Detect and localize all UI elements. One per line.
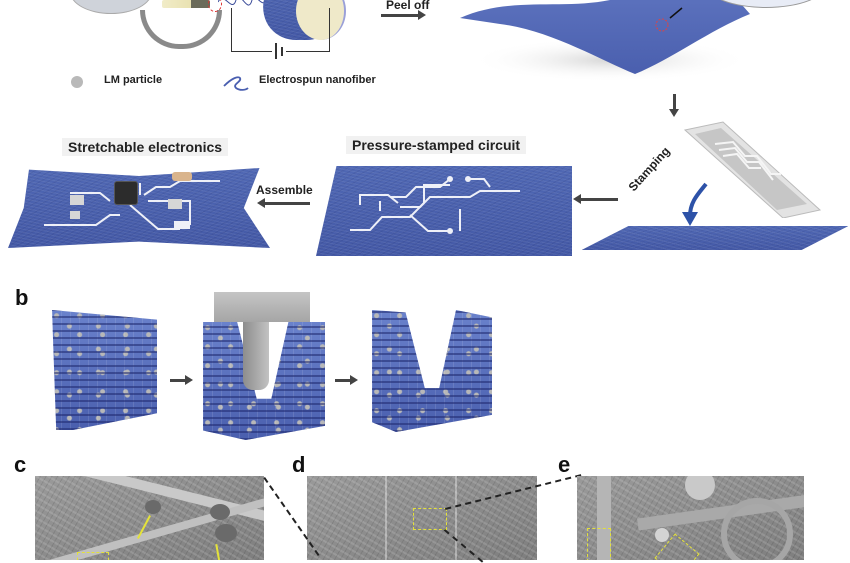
stamping-label: Stamping <box>625 144 673 194</box>
panel-c-letter: c <box>14 452 27 477</box>
pressure-stamped-title: Pressure-stamped circuit <box>346 136 527 154</box>
stretchable-electronics-title: Stretchable electronics <box>62 138 229 156</box>
battery-symbol <box>272 43 286 59</box>
lm-particle-legend-label: LM particle <box>104 74 163 86</box>
sem-image-c <box>35 476 264 560</box>
imprinted-fiber-block <box>372 310 492 432</box>
recirculation-arrow-icon <box>140 10 222 49</box>
sem-image-e <box>577 476 804 560</box>
resistor-component <box>172 172 192 181</box>
stretchable-membrane <box>8 168 270 248</box>
panel-d-letter: d <box>292 452 306 477</box>
stamp-plate <box>214 292 310 322</box>
assemble-arrow-icon <box>257 198 310 208</box>
syringe-icon <box>162 0 210 8</box>
pristine-fiber-block <box>52 310 157 430</box>
lm-particle-legend-icon <box>71 76 83 88</box>
stamped-circuit-traces <box>350 176 520 234</box>
nanofiber-legend-label: Electrospun nanofiber <box>259 74 376 86</box>
nanofiber-legend-icon <box>223 76 249 91</box>
stamp-mold <box>683 121 822 218</box>
down-arrow-icon <box>669 94 679 117</box>
lm-dispersion-dish <box>70 0 152 14</box>
stamp-tip <box>243 322 269 390</box>
assembled-circuit <box>44 180 220 230</box>
left-arrow-icon <box>573 194 618 204</box>
spinneret-highlight-circle <box>208 0 222 12</box>
nanofiber-jet-icon <box>218 0 268 6</box>
process-arrow-2-icon <box>335 375 358 385</box>
pressure-stamped-membrane <box>316 166 572 256</box>
flat-membrane <box>582 226 849 250</box>
peel-off-arrow-icon <box>381 10 426 20</box>
panel-b-letter: b <box>15 285 29 310</box>
sem-image-d <box>307 476 537 560</box>
assemble-label: Assemble <box>256 183 313 197</box>
process-arrow-1-icon <box>170 375 193 385</box>
ic-chip <box>115 182 137 204</box>
peel-off-label: Peel off <box>386 0 430 12</box>
panel-e-letter: e <box>558 452 571 477</box>
peeled-membrane <box>460 0 750 80</box>
stamping-curved-arrow-icon <box>682 182 708 226</box>
